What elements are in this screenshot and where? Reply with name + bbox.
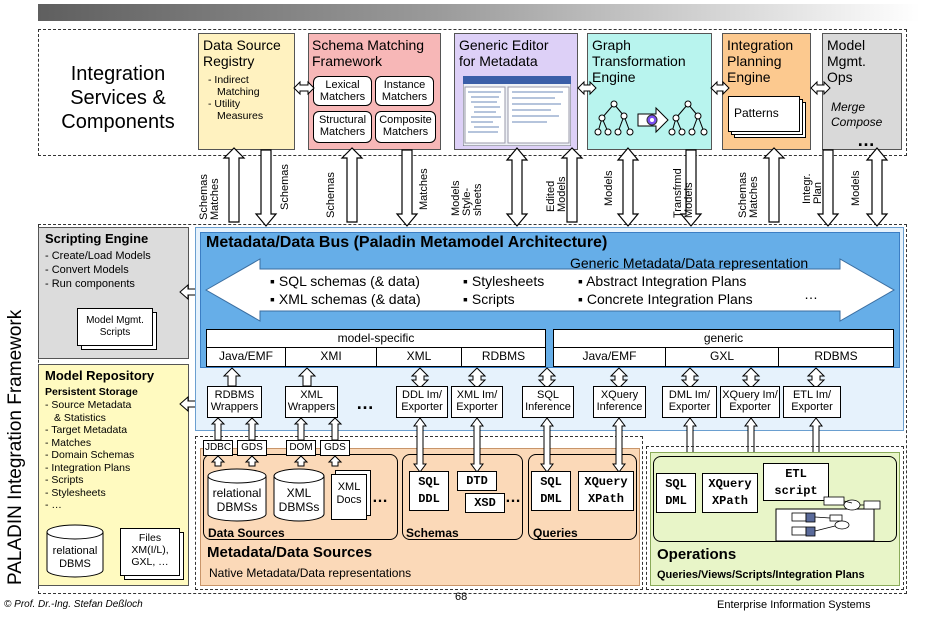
repository-db-icon (46, 524, 104, 578)
xml-im-exporter[interactable]: XML Im/Exporter (451, 386, 503, 418)
relational-dbms-icon (207, 468, 267, 522)
scripts-doc: Model Mgmt.Scripts (77, 308, 153, 346)
footer-author: © Prof. Dr.-Ing. Stefan Deßloch (4, 599, 143, 610)
g-cell-gxl: GXL (665, 347, 779, 367)
graph-transform-icon (594, 100, 708, 136)
dml-im-exporter[interactable]: DML Im/Exporter (662, 386, 717, 418)
xsd-box: XSD (465, 493, 505, 513)
dtd-box: DTD (457, 471, 497, 491)
bus-col2: ▪ Stylesheets▪ Scripts (463, 273, 545, 307)
xml-dbms-icon (273, 468, 325, 522)
operations-region (646, 446, 904, 590)
operations-title: Operations (657, 546, 737, 563)
scripting-engine[interactable]: Scripting Engine - Create/Load Models- C… (38, 227, 189, 359)
schemas-ellipsis: … (505, 489, 521, 506)
bus-title: Metadata/Data Bus (Paladin Metamodel Arc… (206, 234, 608, 251)
bus-big-arrow (204, 258, 896, 322)
model-specific-header: model-specific (206, 329, 546, 348)
data-sources-label: Data Sources (208, 526, 285, 540)
bus-col1: ▪ SQL schemas (& data)▪ XML schemas (& d… (270, 273, 421, 307)
schemas-label: Schemas (406, 526, 459, 540)
metadata-sources-sub: Native Metadata/Data representations (209, 566, 412, 580)
footer-course: Enterprise Information Systems (717, 599, 871, 611)
patterns-box: Patterns (728, 96, 800, 132)
data-sources-ellipsis: … (372, 489, 388, 506)
g-cell-javaemf: Java/EMF (553, 347, 666, 367)
footer-page: 68 (455, 591, 468, 603)
g-cell-rdbms: RDBMS (778, 347, 894, 367)
operations-sub: Queries/Views/Scripts/Integration Plans (657, 569, 865, 581)
etl-im-exporter[interactable]: ETL Im/Exporter (783, 386, 841, 418)
editor-screenshot-icon (463, 76, 571, 146)
header-bar (38, 4, 920, 21)
wrappers-ellipsis: … (356, 393, 374, 413)
ddl-im-exporter[interactable]: DDL Im/Exporter (396, 386, 448, 418)
queries-label: Queries (533, 526, 578, 540)
services-region (38, 29, 907, 156)
metadata-sources-title: Metadata/Data Sources (207, 544, 373, 561)
ms-cell-rdbms: RDBMS (461, 347, 546, 367)
ms-cell-xmi: XMI (285, 347, 377, 367)
xquery-im-exporter[interactable]: XQuery Im/Exporter (720, 386, 780, 418)
ms-cell-xml: XML (376, 347, 462, 367)
bus-generic-rep: Generic Metadata/Data representation (570, 255, 809, 271)
bus-ellipsis: … (804, 286, 818, 302)
etl-flow-icon (775, 496, 881, 542)
bus-col3: ▪ Abstract Integration Plans▪ Concrete I… (578, 273, 753, 307)
